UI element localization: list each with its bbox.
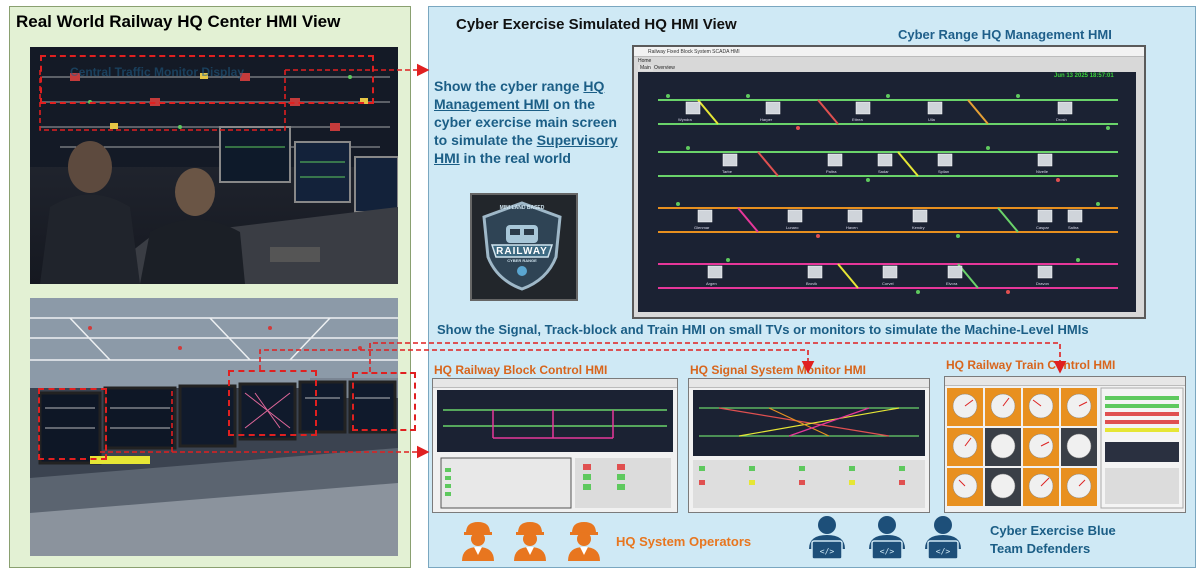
logo-bottom-text: CYBER RANGE xyxy=(507,258,537,263)
wall-display-label: Central Traffic Monitor Display xyxy=(70,65,245,79)
signal-monitor-hmi-window xyxy=(688,378,930,513)
logo-main-text: RAILWAY xyxy=(496,246,548,257)
scada-tab-overview[interactable]: Overview xyxy=(654,65,675,71)
scada-menu-home[interactable]: Home xyxy=(638,58,652,64)
svg-text:</>: </> xyxy=(820,547,835,556)
svg-text:</>: </> xyxy=(880,547,895,556)
station-label: Harper xyxy=(760,117,773,122)
defenders-label: Cyber Exercise Blue Team Defenders xyxy=(990,523,1116,556)
logo-top-text: MINI LAND BASED xyxy=(499,205,545,211)
operator-hardhat-icon xyxy=(460,519,496,561)
machine-level-caption: Show the Signal, Track-block and Train H… xyxy=(437,322,1089,337)
station-label: Wyndra xyxy=(678,117,692,122)
train-control-hmi-title: HQ Railway Train Control HMI xyxy=(946,358,1116,372)
defender-laptop-icon: </> xyxy=(866,515,908,561)
station-label: Argen xyxy=(706,281,717,286)
station-label: Ettrea xyxy=(852,117,863,122)
svg-text:</>: </> xyxy=(936,547,951,556)
station-label: Caspar xyxy=(1036,225,1049,230)
railway-cyber-range-logo: MINI LAND BASED RAILWAY CYBER RANGE xyxy=(470,193,578,301)
main-hmi-description: Show the cyber range HQ Management HMI o… xyxy=(434,78,618,166)
operators-label: HQ System Operators xyxy=(616,534,752,549)
wall-display-highlight xyxy=(40,55,374,104)
station-label: Glenmar xyxy=(694,225,710,230)
station-label: Lunaro xyxy=(786,225,799,230)
block-control-hmi-window xyxy=(432,378,678,513)
operator-hardhat-icon xyxy=(512,519,548,561)
scada-canvas: Wyndra Harper Ettrea Ulla Drosh Tarbe Pa… xyxy=(638,72,1136,312)
monitor-highlight-3 xyxy=(352,372,416,431)
station-label: Sadar xyxy=(878,169,889,174)
station-label: Spilan xyxy=(938,169,950,174)
supervisory-hmi-link: Supervisory HMI xyxy=(434,132,618,166)
hq-management-hmi-link: HQ Management HMI xyxy=(434,78,605,112)
station-label: Haven xyxy=(846,225,858,230)
scada-window-title: Railway Fixed Block System SCADA HMI xyxy=(634,47,1144,57)
station-label: Kendry xyxy=(912,225,925,230)
defender-laptop-icon: </> xyxy=(922,515,964,561)
defender-laptop-icon: </> xyxy=(806,515,848,561)
station-label: Tarbe xyxy=(722,169,733,174)
block-control-hmi-title: HQ Railway Block Control HMI xyxy=(434,363,608,377)
monitor-highlight-2 xyxy=(228,370,317,436)
monitor-highlight-1 xyxy=(38,388,107,460)
station-label: Saltra xyxy=(1068,225,1079,230)
signal-monitor-hmi-title: HQ Signal System Monitor HMI xyxy=(690,363,867,377)
operator-hardhat-icon xyxy=(566,519,602,561)
real-world-title: Real World Railway HQ Center HMI View xyxy=(16,12,341,31)
station-label: Drosh xyxy=(1056,117,1067,122)
monitor-bank-photo xyxy=(30,298,398,556)
station-label: Corvel xyxy=(882,281,894,286)
station-label: Ulla xyxy=(928,117,935,122)
station-label: Nivelle xyxy=(1036,169,1049,174)
train-control-hmi-window xyxy=(944,376,1186,513)
cyber-exercise-title: Cyber Exercise Simulated HQ HMI View xyxy=(456,16,737,33)
station-label: Brovik xyxy=(806,281,818,286)
main-hmi-title: Cyber Range HQ Management HMI xyxy=(898,27,1112,42)
station-label: Dravon xyxy=(1036,281,1049,286)
station-label: Elvora xyxy=(946,281,958,286)
scada-hmi-window: Railway Fixed Block System SCADA HMI Hom… xyxy=(632,45,1146,319)
scada-datetime: Jun 13 2025 18:57:01 xyxy=(1054,73,1114,79)
scada-tab-main[interactable]: Main xyxy=(638,65,653,71)
station-label: Paltra xyxy=(826,169,837,174)
